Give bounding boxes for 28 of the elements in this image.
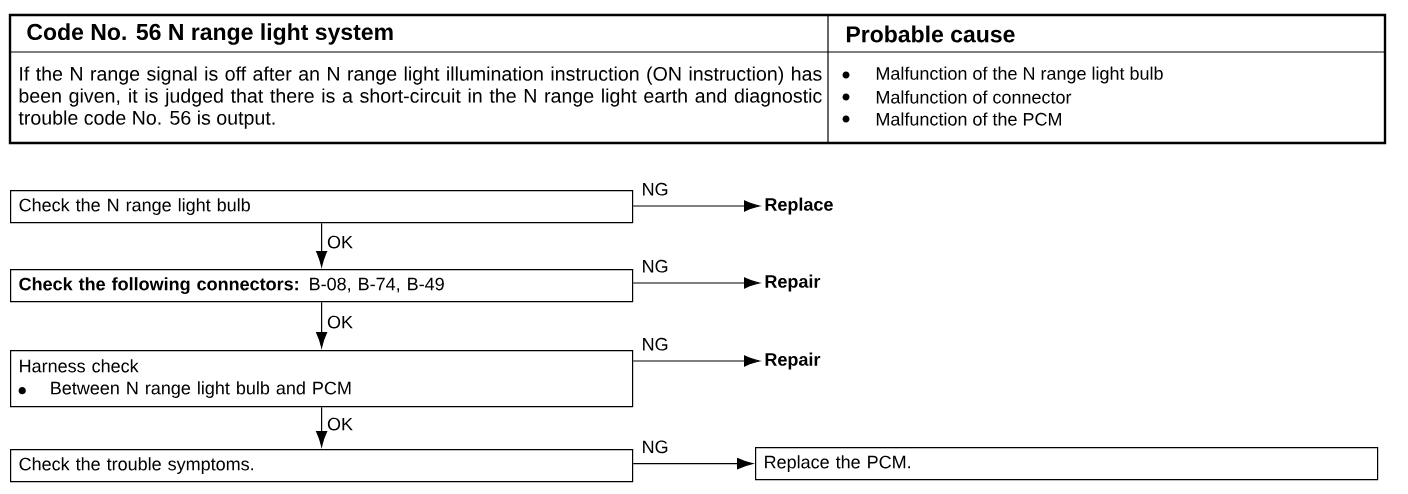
action-text: Replace — [765, 197, 833, 215]
arrow — [632, 200, 760, 212]
edge-label: NG — [643, 259, 668, 273]
edge-label: NG — [643, 440, 668, 454]
edge-label: OK — [327, 235, 353, 249]
process-box: Replace the PCM. — [755, 447, 1379, 481]
cause-text: Malfunction of the N range light bulb — [876, 66, 1163, 84]
process-box: Check the N range light bulb — [10, 190, 634, 224]
edge-label: OK — [327, 315, 353, 329]
edge-label: NG — [643, 337, 668, 351]
process-box: Harness check Between N range light bulb and PCM — [10, 350, 634, 408]
arrow — [316, 301, 328, 348]
cause-text: Malfunction of connector — [876, 90, 1072, 104]
description-text: If the N range signal is off after an N range light illumination instruction (ON instruction) has been given, it is judged that there is a short-circuit in the N range light earth and diagnostic trouble code No. 56 is output. — [18, 66, 822, 129]
table-header: Probable cause — [846, 25, 1015, 43]
arrow — [316, 222, 328, 267]
process-box: Check the trouble symptoms. — [10, 449, 634, 483]
action-text: Repair — [765, 352, 821, 370]
arrow — [632, 355, 760, 367]
arrow — [316, 406, 328, 447]
edge-label: OK — [327, 417, 353, 431]
arrow — [632, 458, 753, 470]
cause-text: Malfunction of the PCM — [876, 112, 1061, 126]
arrow — [632, 277, 760, 289]
edge-label: NG — [643, 182, 668, 196]
action-text: Repair — [765, 274, 821, 292]
table-header: Code No. 56 N range light system — [27, 23, 393, 45]
process-box: Check the following connectors: B-08, B-74, B-49 — [10, 269, 634, 303]
